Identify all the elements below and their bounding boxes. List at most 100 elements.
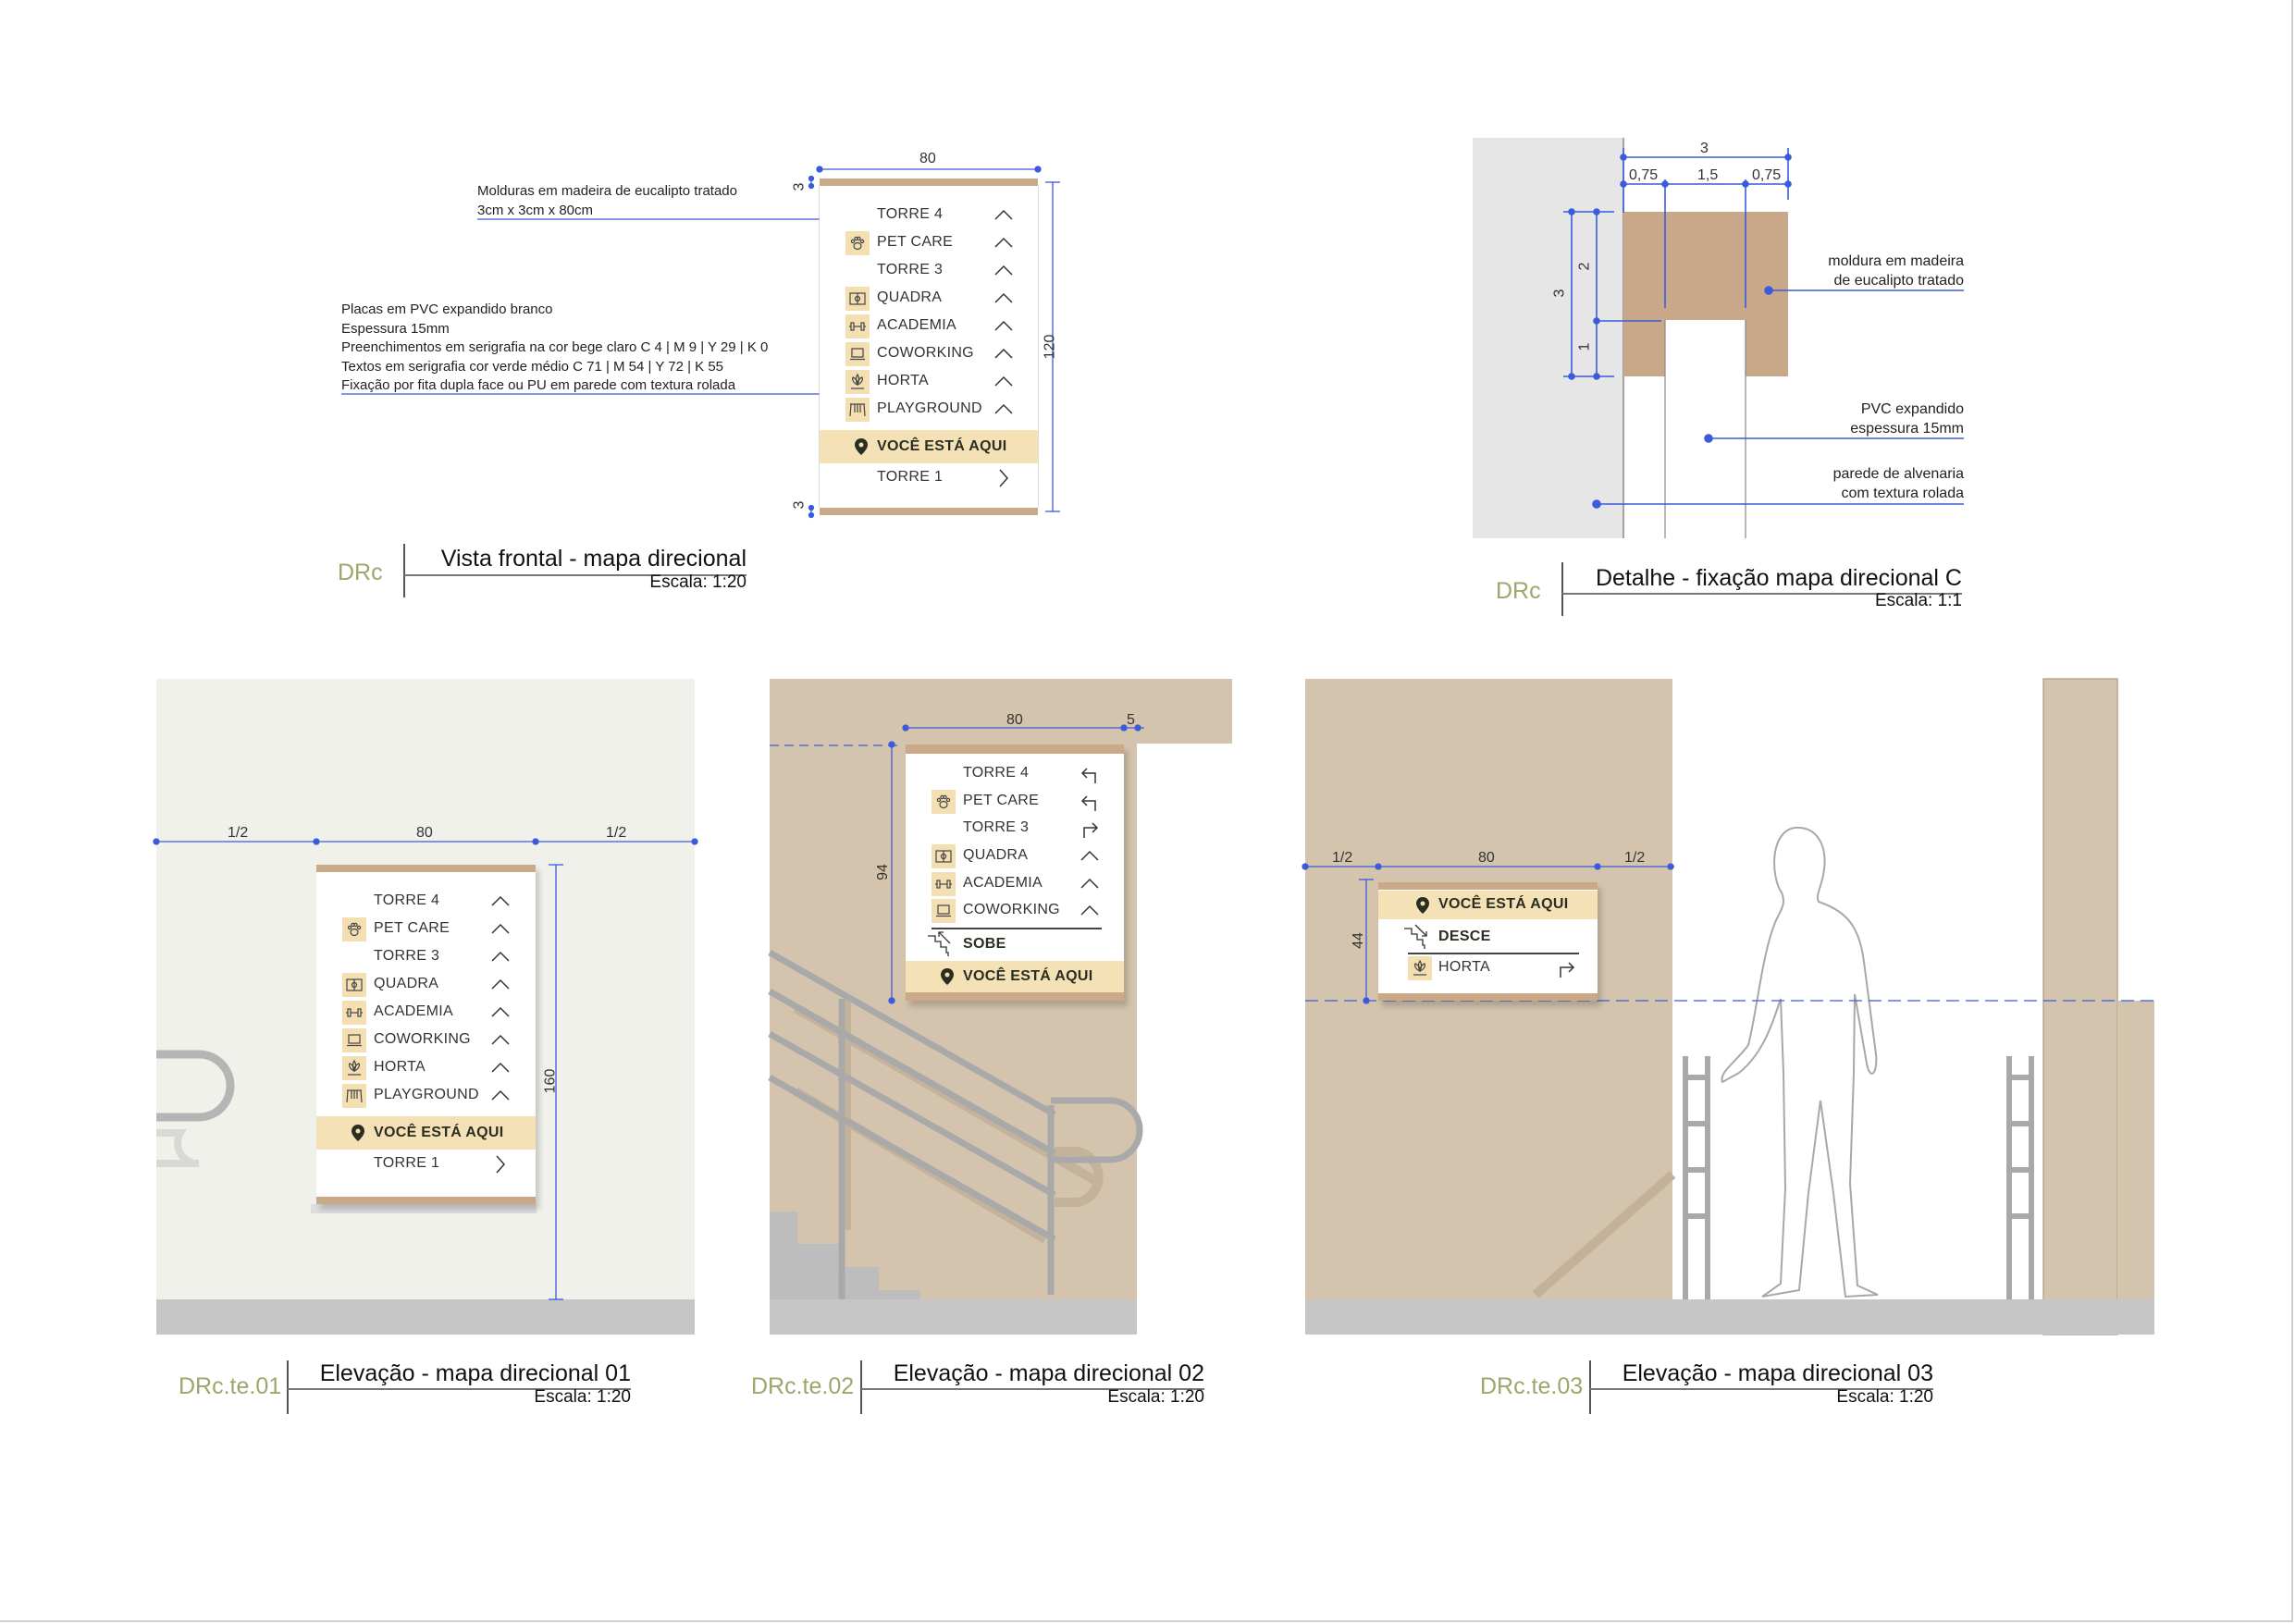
arrow-up-icon xyxy=(993,372,1014,392)
court-icon xyxy=(845,287,870,311)
arrow-up-icon xyxy=(1080,846,1100,867)
you-are-here-label: VOCÊ ESTÁ AQUI xyxy=(374,1124,504,1140)
dim-height: 44 xyxy=(1350,932,1366,949)
drawing-scale: Escala: 1:20 xyxy=(649,572,746,592)
dim-width: 80 xyxy=(1478,850,1495,866)
sign-row: COWORKING xyxy=(906,898,1124,924)
sign-row: HORTA xyxy=(1378,955,1598,981)
sign-row-label: TORRE 1 xyxy=(877,469,944,485)
sign-row-label: ACADEMIA xyxy=(877,317,956,333)
sign-row-label: TORRE 1 xyxy=(374,1155,440,1171)
sign-row: PET CARE xyxy=(820,230,1038,256)
sign-row: TORRE 1 xyxy=(316,1151,536,1177)
sign-row-label: ACADEMIA xyxy=(963,875,1043,891)
title-underline xyxy=(404,574,746,576)
wood-frame-top xyxy=(906,744,1124,754)
pin-icon xyxy=(352,1125,364,1146)
label-line: moldura em madeira xyxy=(1828,253,1964,269)
arrow-up-icon xyxy=(1080,901,1100,921)
stairs-up-icon xyxy=(928,930,956,961)
arrow-up-icon xyxy=(993,205,1014,226)
dim-right: 1/2 xyxy=(606,825,627,841)
caption-separator xyxy=(403,544,405,597)
dumbbell-icon xyxy=(342,1001,366,1025)
pin-icon xyxy=(855,438,868,460)
drawing-title: Elevação - mapa direcional 03 xyxy=(1622,1360,1933,1386)
sign-row: QUADRA xyxy=(906,843,1124,869)
sign-row: ACADEMIA xyxy=(316,1000,536,1026)
directional-sign-03: VOCÊ ESTÁ AQUI DESCE HORTA xyxy=(1378,882,1598,1001)
you-are-here-band: VOCÊ ESTÁ AQUI xyxy=(820,430,1038,463)
sign-divider xyxy=(1408,953,1579,954)
human-silhouette xyxy=(1721,826,1879,1298)
caption-separator xyxy=(1589,1360,1591,1414)
paw-icon xyxy=(932,790,956,814)
note-line: Placas em PVC expandido branco xyxy=(341,301,553,317)
arrow-up-icon xyxy=(993,289,1014,309)
sign-row: TORRE 3 xyxy=(316,944,536,970)
sign-row: TORRE 4 xyxy=(820,203,1038,228)
drawing-scale: Escala: 1:1 xyxy=(1875,591,1962,610)
note-line: Preenchimentos em serigrafia na cor bege… xyxy=(341,339,769,355)
sign-row: TORRE 1 xyxy=(820,465,1038,491)
dim-offset: 5 xyxy=(1127,712,1135,728)
you-are-here-label: VOCÊ ESTÁ AQUI xyxy=(963,967,1093,984)
sign-row-label: DESCE xyxy=(1438,929,1491,944)
sign-row-label: COWORKING xyxy=(374,1031,471,1047)
label-wood-frame: moldura em madeira de eucalipto tratado xyxy=(1828,252,1964,290)
label-wall: parede de alvenaria com textura rolada xyxy=(1833,465,1964,503)
arrow-up-icon xyxy=(490,975,511,995)
sign-row: HORTA xyxy=(316,1055,536,1081)
dim-right: 0,75 xyxy=(1752,167,1782,183)
sign-row-label: TORRE 4 xyxy=(374,892,440,908)
sign-row-label: SOBE xyxy=(963,936,1006,952)
note-line: Fixação por fita dupla face ou PU em par… xyxy=(341,377,736,393)
arrow-up-icon xyxy=(490,1086,511,1106)
label-line: de eucalipto tratado xyxy=(1833,272,1964,289)
wood-frame-top xyxy=(1378,882,1598,890)
drawing-scale: Escala: 1:20 xyxy=(1107,1387,1204,1407)
arrow-up-icon xyxy=(993,316,1014,337)
sign-row-label: COWORKING xyxy=(963,902,1060,917)
dim-middle: 1,5 xyxy=(1697,167,1719,183)
laptop-icon xyxy=(932,899,956,923)
sign-row: QUADRA xyxy=(820,286,1038,312)
plant-icon xyxy=(1408,956,1432,980)
arrow-up-icon xyxy=(993,233,1014,253)
caption-separator xyxy=(1561,562,1563,616)
sign-row-label: PLAYGROUND xyxy=(374,1087,479,1102)
title-underline xyxy=(1562,593,1962,595)
sign-row-label: HORTA xyxy=(877,373,930,388)
plant-icon xyxy=(342,1056,366,1080)
sign-row: PLAYGROUND xyxy=(820,397,1038,423)
court-icon xyxy=(342,973,366,997)
drawing-scale: Escala: 1:20 xyxy=(1836,1387,1933,1407)
sign-row: PLAYGROUND xyxy=(316,1083,536,1109)
floor xyxy=(1305,1299,2154,1335)
drawing-code: DRc.te.01 xyxy=(179,1373,282,1399)
pin-icon xyxy=(1416,896,1429,918)
you-are-here-band: VOCÊ ESTÁ AQUI xyxy=(906,961,1124,992)
arrow-turn-right-icon xyxy=(1556,958,1576,978)
you-are-here-band: VOCÊ ESTÁ AQUI xyxy=(1378,891,1598,919)
sign-row: COWORKING xyxy=(820,341,1038,367)
sign-row-label: QUADRA xyxy=(963,847,1029,863)
dim-total-width: 3 xyxy=(1700,141,1709,156)
label-line: parede de alvenaria xyxy=(1832,466,1964,482)
dim-width: 80 xyxy=(416,825,433,841)
wood-frame-bottom xyxy=(906,991,1124,1001)
dim-left: 1/2 xyxy=(1332,850,1353,866)
sign-row-label: QUADRA xyxy=(877,289,943,305)
label-line: com textura rolada xyxy=(1841,485,1964,501)
drawing-code: DRc.te.03 xyxy=(1480,1373,1584,1399)
sign-row-label: TORRE 3 xyxy=(877,262,944,277)
sign-divider xyxy=(932,928,1102,929)
sign-row-label: TORRE 4 xyxy=(877,206,944,222)
drawing-title: Vista frontal - mapa direcional xyxy=(440,546,746,572)
caption-separator xyxy=(860,1360,862,1414)
dim-right: 1/2 xyxy=(1624,850,1646,866)
wood-frame-bottom xyxy=(316,1197,536,1204)
